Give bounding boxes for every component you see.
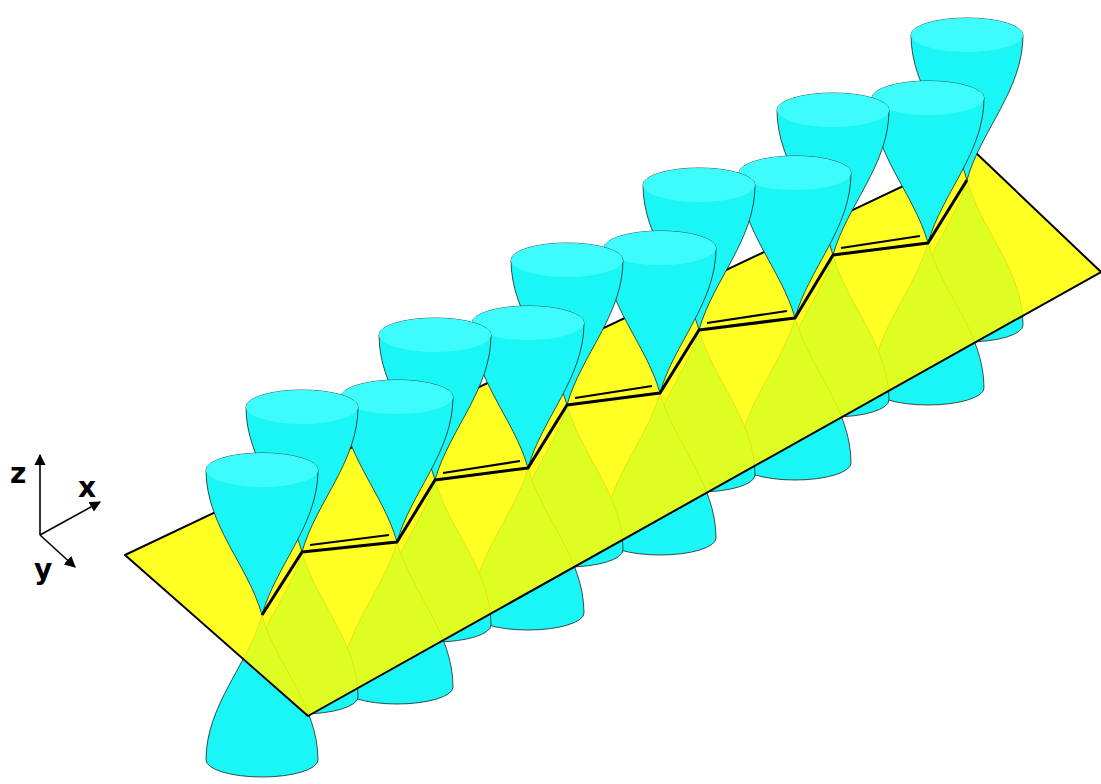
axes [40,455,100,567]
double-bonds [310,236,920,545]
orbital-lobe [739,156,851,318]
lobe-cap [206,453,318,487]
double-bond [707,311,787,323]
upper-lobes [206,18,1023,615]
axis-label: x [78,474,96,502]
lobe-cap [643,168,755,202]
axis-label: y [34,556,52,584]
axis-arrow [39,455,41,535]
double-bond [841,236,920,248]
orbital-lobe [206,453,318,615]
double-bond [575,386,652,398]
lobe-cap [511,243,623,277]
carbon-chain [262,180,967,615]
molecular-plane [125,152,1101,716]
axis-arrow [40,502,100,535]
lobe-cap [777,93,889,127]
orbital-lobe [872,81,984,243]
double-bond [310,535,389,545]
lobe-cap [739,156,851,190]
lobe-cap [246,390,358,424]
axis-label: z [10,460,26,488]
lobe-cap [379,318,491,352]
lobe-cap [911,18,1023,52]
double-bond [443,461,520,473]
